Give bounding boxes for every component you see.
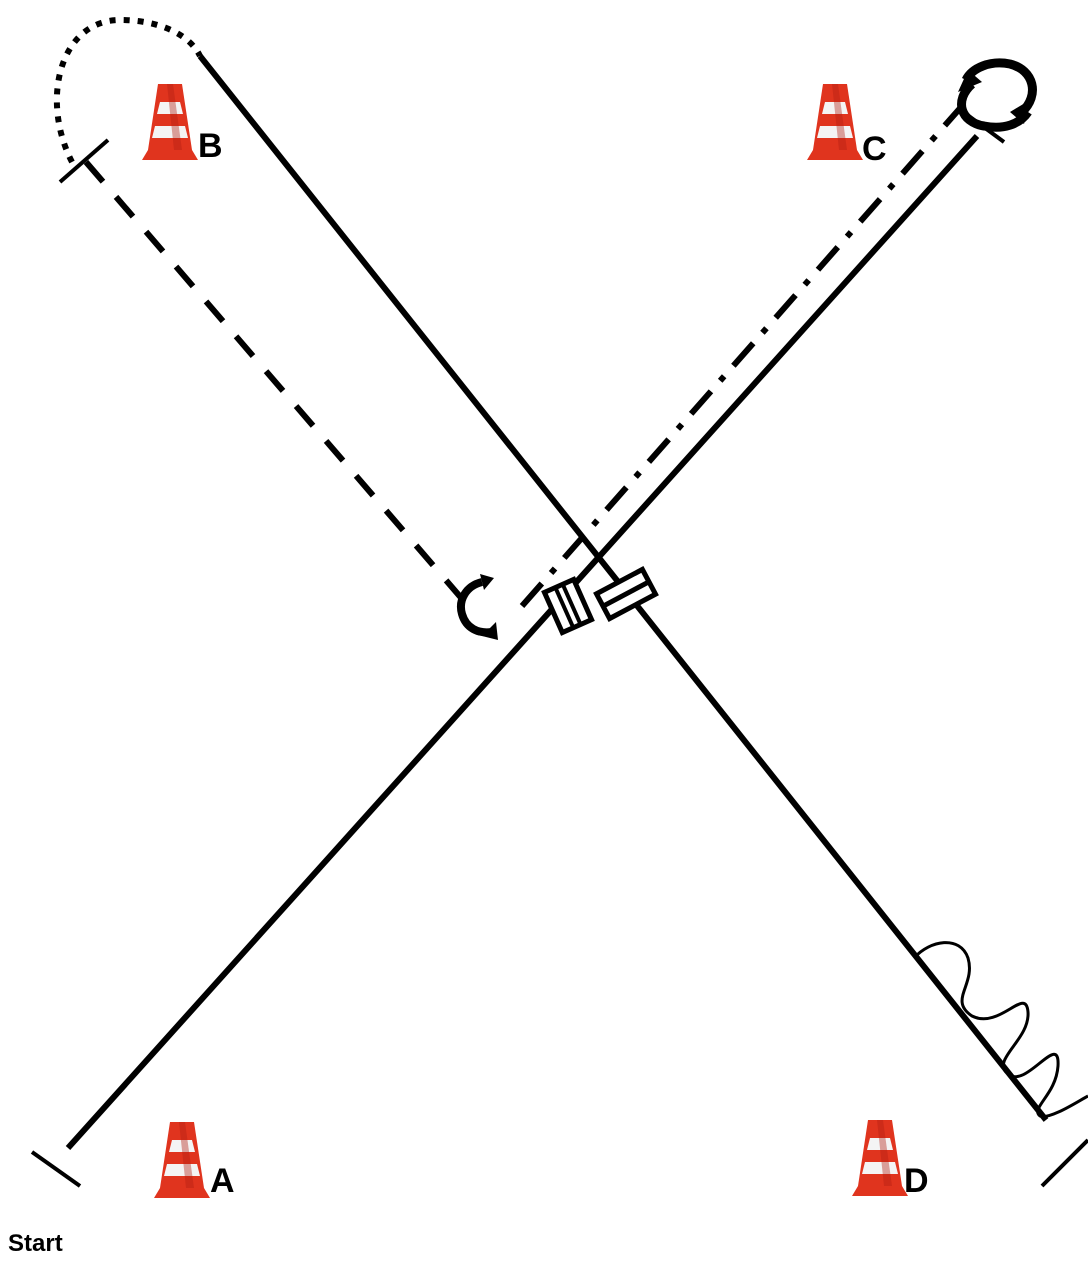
traffic-cone-icon-b [142,84,198,160]
cone-label-a: A [210,1162,235,1200]
traffic-cone-icon-c [807,84,863,160]
cone-label-c: C [862,130,887,168]
start-label: Start [8,1230,63,1258]
cone-label-d: D [904,1162,929,1200]
zigzag-path [914,943,1088,1117]
path-b-to-center-dashed [86,162,463,600]
start-tick [32,1152,80,1186]
traffic-cone-icon-a [154,1122,210,1198]
equals-icon [596,569,655,618]
d-tick [1042,1140,1088,1186]
double-bar-icon [544,579,591,632]
path-center-to-c-dashdot [522,106,962,606]
cone-label-b: B [198,127,223,165]
path-start-to-c-solid [68,136,977,1148]
rotate-icon [958,63,1032,127]
turn-icon [461,574,498,640]
traffic-cone-icon-d [852,1120,908,1196]
